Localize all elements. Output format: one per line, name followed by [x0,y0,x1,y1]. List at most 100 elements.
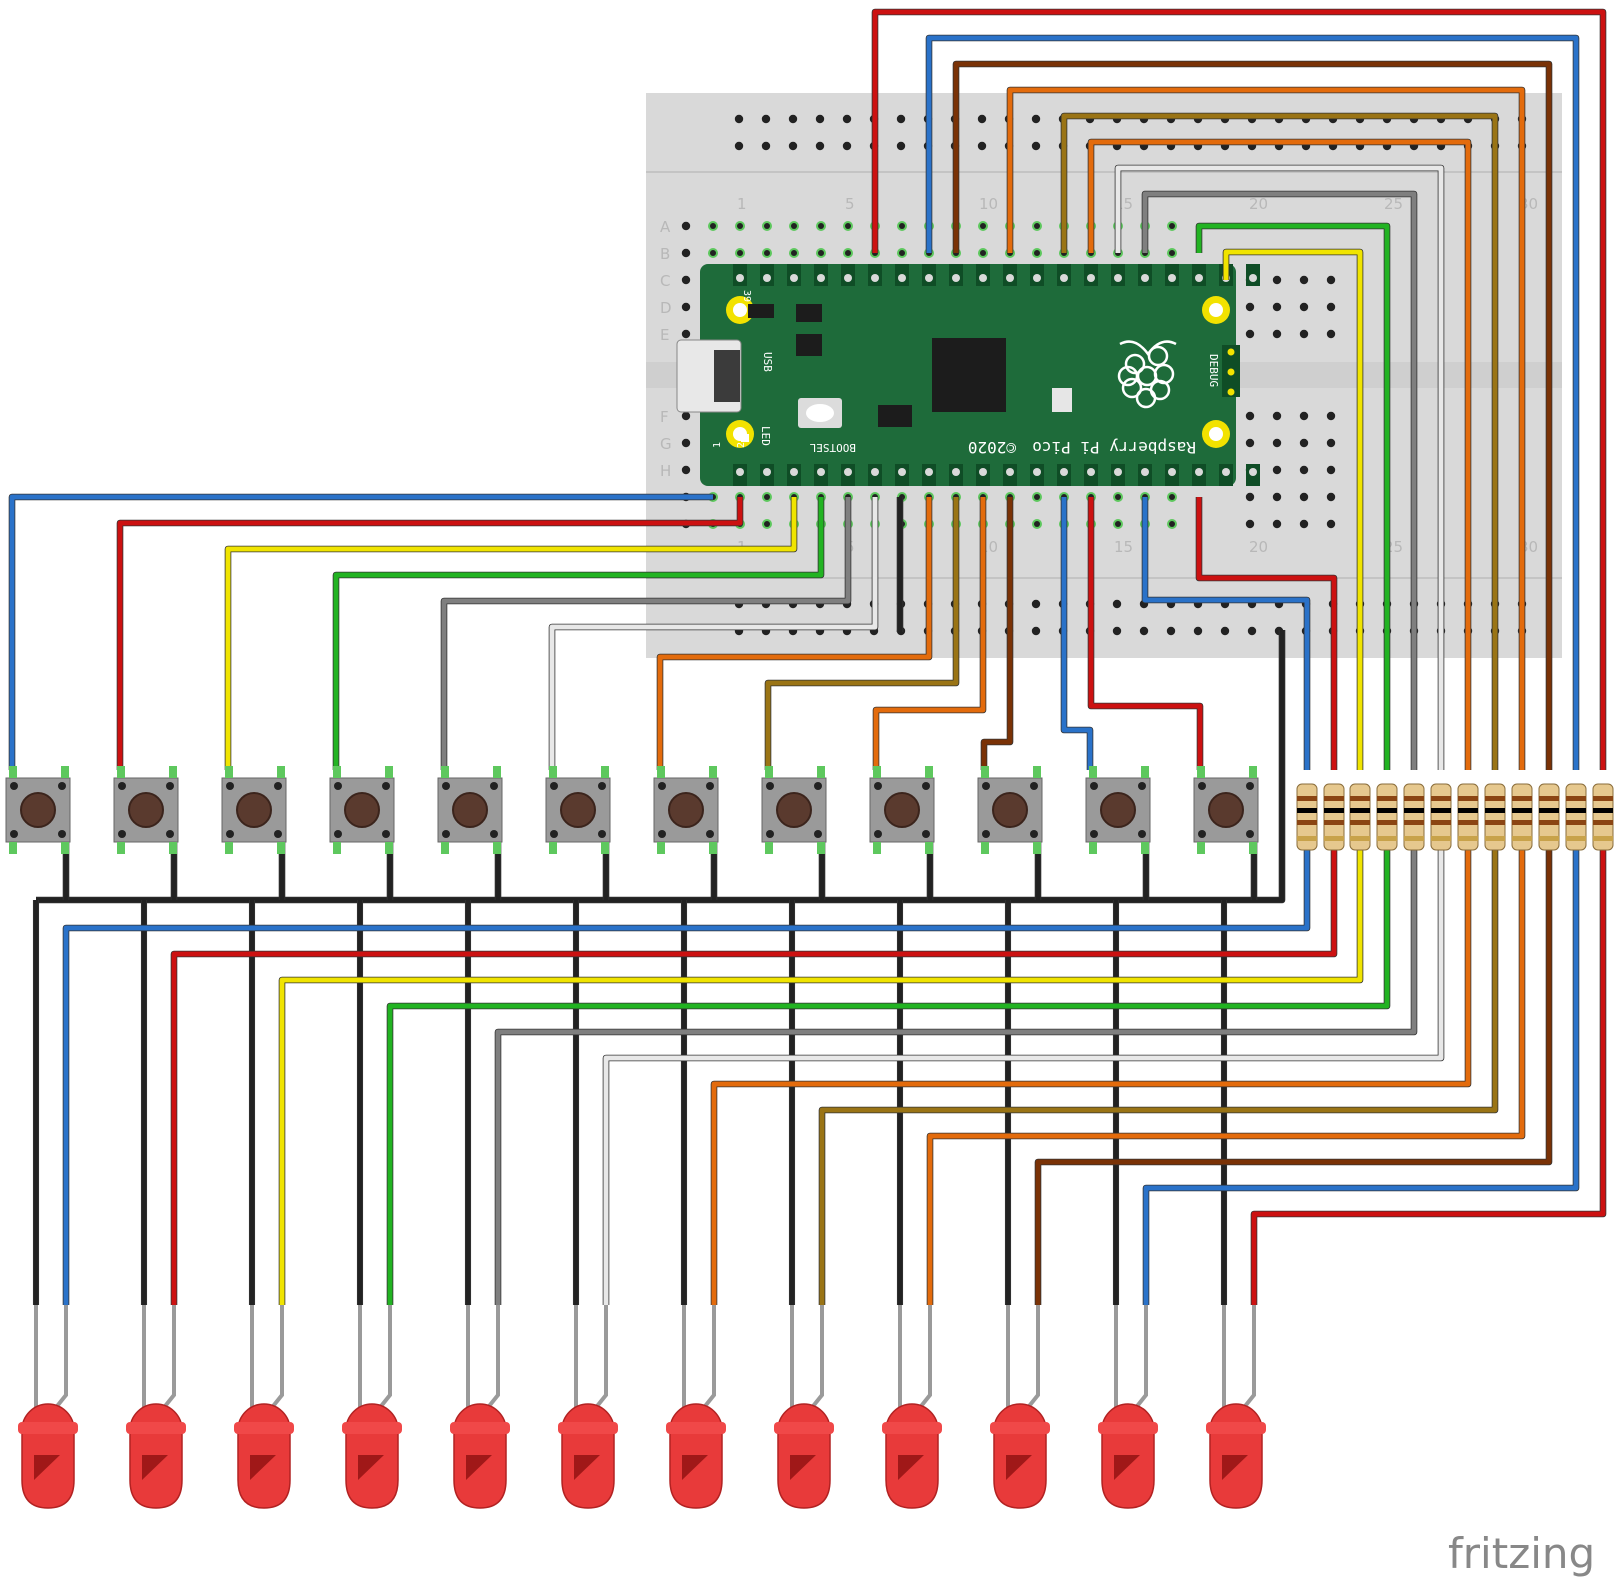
led-anvil [574,1455,600,1480]
resistor-band [1512,808,1532,813]
breadboard-hole [1272,302,1282,312]
led-anvil [358,1455,384,1480]
push-button-corner [274,830,282,838]
push-button-cap [884,792,920,828]
push-button-leg [817,842,825,854]
debug-pin [1227,348,1235,356]
resistor-band [1458,820,1478,825]
led-indicator [741,434,749,442]
led-wire [1035,850,1552,1305]
push-button-corner [1138,830,1146,838]
breadboard-hole [681,329,691,339]
led [558,1305,618,1509]
resistor-band [1350,808,1370,813]
breadboard-hole [1169,250,1175,256]
raspberry-logo-berry [1117,365,1139,387]
led-wire [819,850,1498,1305]
push-button-corner [814,782,822,790]
raspberry-logo-berry [1153,363,1175,385]
push-button-leg [1249,842,1257,854]
pico-pin-hole [1249,468,1257,476]
rail-hole [1112,626,1122,636]
pico-pin-hole [844,274,852,282]
push-button-corner [442,830,450,838]
breadboard-hole [1034,521,1040,527]
breadboard-hole [1034,250,1040,256]
push-button-leg [9,842,17,854]
push-button [1085,766,1151,854]
row-label: A [660,218,671,236]
pico-pin-hole [736,468,744,476]
smd-component [748,304,774,318]
resistor-band [1377,820,1397,825]
resistor-band [1566,820,1586,825]
rail-hole [1193,626,1203,636]
pico-pin-hole [817,468,825,476]
breadboard-hole [899,223,905,229]
breadboard-hole [1326,492,1336,502]
pico-pin-hole [790,468,798,476]
pico-pin-hole [1222,468,1230,476]
push-button-leg [873,766,881,778]
breadboard-hole [737,223,743,229]
rail-hole [788,114,798,124]
push-button-leg [765,766,773,778]
breadboard-hole [818,250,824,256]
mounting-hole-center [1209,427,1223,441]
push-button-leg [493,842,501,854]
resistor-band [1566,808,1586,813]
rail-hole [1031,599,1041,609]
resistor-band [1297,820,1317,825]
breadboard-hole [1272,465,1282,475]
resistor-band [1485,836,1505,841]
usb-port [714,350,740,402]
resistor-band [1458,808,1478,813]
pico-pin-hole [763,274,771,282]
led [126,1305,186,1509]
breadboard-hole [681,275,691,285]
led-rim [234,1422,294,1434]
led-leg [1132,1305,1148,1420]
button-wire [1061,497,1093,770]
pico-pin-hole [871,468,879,476]
resistor-band [1350,820,1370,825]
push-button-corner [658,782,666,790]
mounting-hole-center [733,303,747,317]
top-wire [1196,223,1390,770]
pin-2-label: 2 [736,442,747,448]
column-number: 15 [1114,538,1133,556]
breadboard-hole [681,465,691,475]
brand-label: Raspberry Pi Pico [1032,438,1196,457]
resistor-band [1431,808,1451,813]
rail-hole [977,114,987,124]
smd-component [796,304,822,322]
button-wire [657,497,932,770]
top-wire [1115,165,1444,770]
breadboard-hole [818,223,824,229]
led-wire-outline [386,850,1391,1305]
resistor-band [1593,820,1613,825]
push-button-cap [1100,792,1136,828]
column-number: 5 [845,195,855,213]
push-button-corner [550,782,558,790]
led-rim [18,1422,78,1434]
ground-bus [36,630,1285,903]
push-button-corner [598,830,606,838]
button-wire [1088,497,1203,770]
led-rim [342,1422,402,1434]
row-label: F [660,408,669,426]
resistor-band [1485,808,1505,813]
push-button [221,766,287,854]
raspberry-pi-pico: Raspberry Pi Pico©2020USBBOOTSELLEDDEBUG… [676,264,1260,486]
breadboard-hole [1245,329,1255,339]
breadboard-hole [791,223,797,229]
push-button-corner [58,830,66,838]
breadboard-hole [1272,438,1282,448]
button-wire [117,497,743,770]
push-button-leg [1197,766,1205,778]
pico-pin-hole [1087,468,1095,476]
push-button-leg [61,842,69,854]
push-button-corner [382,782,390,790]
breadboard-hole [1272,329,1282,339]
breadboard-hole [1169,494,1175,500]
